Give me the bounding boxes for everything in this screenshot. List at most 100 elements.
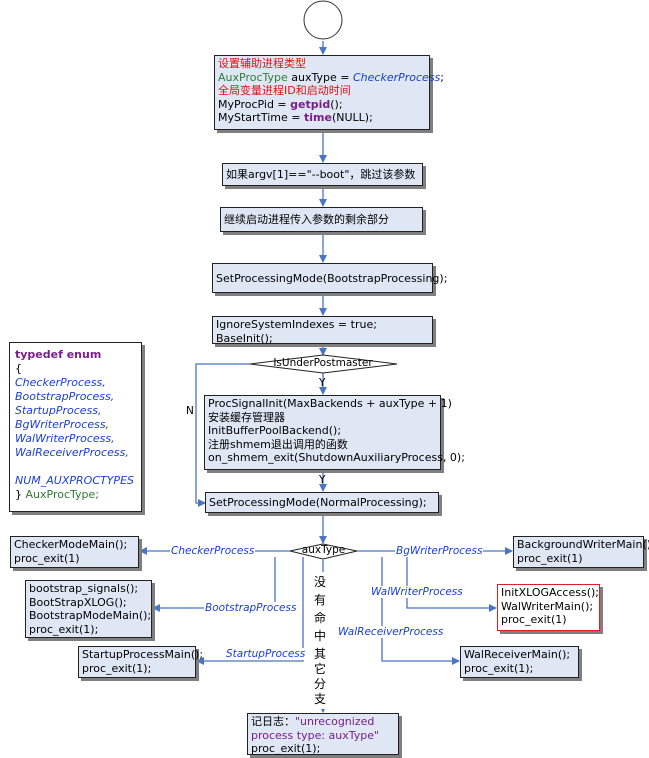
is-under-postmaster-decision xyxy=(249,354,398,374)
box-text: SetProcessingMode(BootstrapProcessing); xyxy=(216,272,448,285)
box-text: proc_exit(1); xyxy=(82,661,152,675)
enum-value: CheckerProcess xyxy=(352,70,441,84)
char-text: 中 xyxy=(313,629,326,643)
enum-item: NUM_AUXPROCTYPES xyxy=(15,474,135,487)
set-bootstrap-mode-box: SetProcessingMode(BootstrapProcessing); xyxy=(212,263,447,293)
edge-label-walreceiver: WalReceiverProcess xyxy=(337,626,445,638)
enum-brace: } xyxy=(15,488,26,501)
box-text: InitBufferPoolBackend(); xyxy=(208,424,342,438)
wal-receiver-box: WalReceiverMain(); proc_exit(1); xyxy=(460,646,579,678)
parse-remaining-args-box: 继续启动进程传入参数的剩余部分 xyxy=(220,207,423,232)
decision-text: auxType xyxy=(301,544,346,556)
decision-label-auxtype: auxType xyxy=(290,544,357,556)
start-node xyxy=(303,0,343,40)
box-text: ProcSignalInit(MaxBackends + auxType + 1… xyxy=(208,397,452,410)
decision-text: IsUnderPostmaster xyxy=(273,357,373,369)
auxtype-decision xyxy=(289,543,358,560)
label-text: BgWriterProcess xyxy=(396,545,483,557)
box-text: 继续启动进程传入参数的剩余部分 xyxy=(224,213,389,226)
function-name: getpid xyxy=(290,97,331,111)
type-name: AuxProcType xyxy=(218,70,288,84)
decision-label-postmaster: IsUnderPostmaster xyxy=(250,357,396,369)
checker-mode-box: CheckerModeMain(); proc_exit(1) xyxy=(10,536,139,568)
label-text: N xyxy=(186,405,194,417)
enum-item: BootstrapProcess, xyxy=(15,390,115,403)
startup-process-box: StartupProcessMain(); proc_exit(1); xyxy=(78,646,204,678)
box-text: BaseInit(); xyxy=(216,331,273,345)
code-text: ; xyxy=(440,70,444,84)
box-text: bootstrap_signals(); xyxy=(29,582,139,595)
code-text: (NULL); xyxy=(331,111,373,125)
box-text: proc_exit(1); xyxy=(29,622,99,636)
enum-item: WalWriterProcess, xyxy=(15,432,115,445)
box-text: 记日志： xyxy=(251,715,295,728)
enum-item: BgWriterProcess, xyxy=(15,418,110,431)
code-text: auxType = xyxy=(287,70,353,84)
box-text: 如果argv[1]=="--boot"，跳过该参数 xyxy=(226,168,416,181)
box-text: IgnoreSystemIndexes = true; xyxy=(216,318,377,331)
function-name: time xyxy=(304,111,332,125)
label-text: Y xyxy=(319,377,326,389)
default-branch-char: 支 xyxy=(312,689,328,709)
char-text: 支 xyxy=(313,692,326,706)
box-text: WalReceiverMain(); xyxy=(464,648,571,661)
string-literal: process type xyxy=(251,728,322,742)
default-branch-char: 有 xyxy=(312,590,328,610)
default-branch-char: 中 xyxy=(312,626,328,646)
proc-signal-init-box: ProcSignalInit(MaxBackends + auxType + 1… xyxy=(204,395,465,470)
char-text: 分 xyxy=(313,677,326,691)
enum-type-name: AuxProcType; xyxy=(25,488,99,501)
enum-item: CheckerProcess, xyxy=(15,376,106,389)
box-text: BootstrapModeMain(); xyxy=(29,609,152,623)
box-text: BackgroundWriterMain(); xyxy=(517,538,649,551)
box-text: proc_exit(1); xyxy=(464,661,534,675)
default-branch-char: 没 xyxy=(312,572,328,592)
bootstrap-mode-box: bootstrap_signals(); BootStrapXLOG(); Bo… xyxy=(25,580,152,638)
char-text: 其 xyxy=(313,647,326,661)
comment-global-vars: 全局变量进程ID和启动时间 xyxy=(218,84,351,98)
init-aux-type-box: 设置辅助进程类型 AuxProcType auxType = CheckerPr… xyxy=(214,55,444,130)
edge-label-bgwriter: BgWriterProcess xyxy=(395,545,484,557)
edge-label-bootstrap: BootstrapProcess xyxy=(204,602,298,614)
label-text: StartupProcess xyxy=(226,648,306,660)
yes-label-2: Y xyxy=(319,474,325,486)
box-text: 安装缓存管理器 xyxy=(208,410,285,424)
box-text: InitXLOGAccess(); xyxy=(501,586,599,599)
char-text: 命 xyxy=(313,611,326,625)
box-text: WalWriterMain(); xyxy=(501,599,594,613)
unrecognized-type-box: 记日志："unrecognized process type: auxType"… xyxy=(247,713,399,755)
edge-label-startup: StartupProcess xyxy=(225,648,307,660)
box-text: StartupProcessMain(); xyxy=(82,648,204,661)
comment-set-aux-type: 设置辅助进程类型 xyxy=(218,57,306,70)
edge-label-walwriter: WalWriterProcess xyxy=(370,586,464,598)
set-normal-mode-box: SetProcessingMode(NormalProcessing); xyxy=(205,492,439,513)
box-text: BootStrapXLOG(); xyxy=(29,595,127,609)
box-text: proc_exit(1) xyxy=(501,613,567,627)
box-text: proc_exit(1); xyxy=(251,742,321,756)
skip-boot-arg-box: 如果argv[1]=="--boot"，跳过该参数 xyxy=(222,163,423,186)
char-text: 没 xyxy=(313,575,326,589)
enum-item xyxy=(15,460,136,474)
enum-item: WalReceiverProcess, xyxy=(15,446,129,459)
enum-keyword: typedef enum xyxy=(15,348,102,361)
char-text: 有 xyxy=(313,593,326,607)
label-text: Y xyxy=(319,474,326,486)
box-text: proc_exit(1) xyxy=(517,551,583,565)
edge-label-checker: CheckerProcess xyxy=(170,545,256,557)
code-text: (); xyxy=(330,97,343,111)
box-text: SetProcessingMode(NormalProcessing); xyxy=(209,496,427,509)
label-text: WalWriterProcess xyxy=(371,586,463,598)
string-literal: : auxType" xyxy=(321,728,380,742)
box-text: 注册shmem退出调用的函数 xyxy=(208,437,348,451)
box-text: CheckerModeMain(); xyxy=(14,538,128,551)
background-writer-box: BackgroundWriterMain(); proc_exit(1) xyxy=(513,536,649,568)
aux-proc-type-enum-box: typedef enum { CheckerProcess, Bootstrap… xyxy=(9,342,142,512)
no-label: N xyxy=(186,405,194,417)
code-text: MyProcPid = xyxy=(218,97,291,111)
yes-label: Y xyxy=(319,377,325,389)
box-text: proc_exit(1) xyxy=(14,551,80,565)
default-branch-char: 命 xyxy=(312,608,328,628)
label-text: WalReceiverProcess xyxy=(338,626,444,638)
label-text: BootstrapProcess xyxy=(205,602,297,614)
box-text: on_shmem_exit(ShutdownAuxiliaryProcess, … xyxy=(208,451,465,465)
